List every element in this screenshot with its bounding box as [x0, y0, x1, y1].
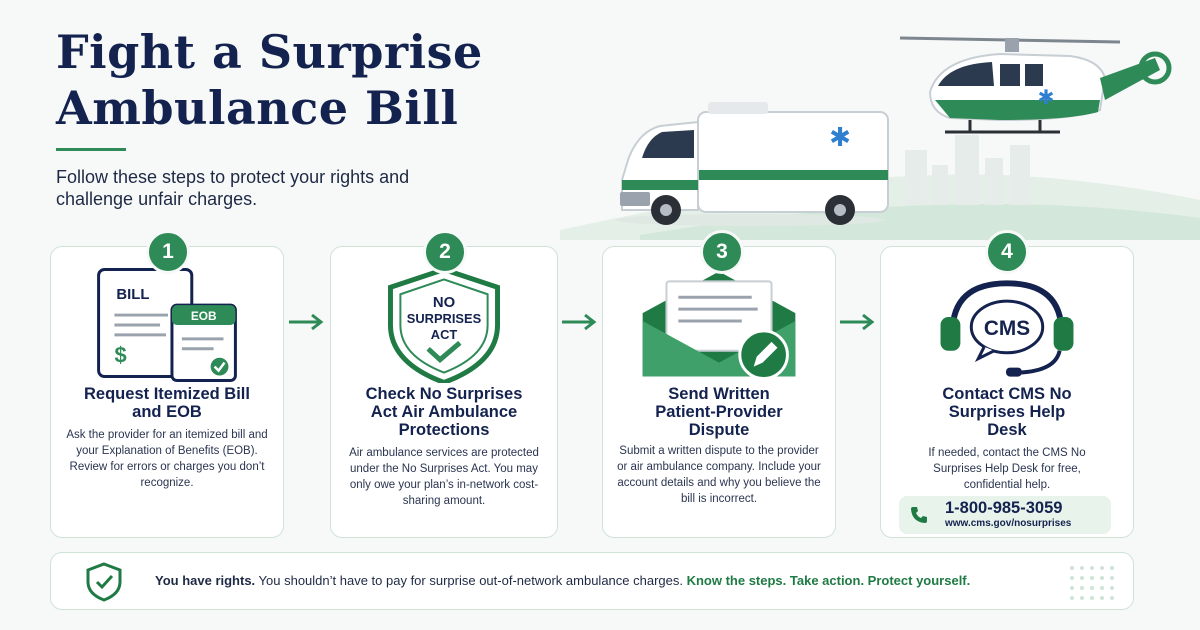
helicopter-icon: ✱: [899, 36, 1172, 134]
step-title: Send Written Patient-Provider Dispute: [655, 385, 783, 439]
shield-line-2: SURPRISES: [407, 311, 482, 326]
step-number-badge-1: 1: [146, 230, 190, 274]
step-description: Submit a written dispute to the provider…: [617, 445, 821, 505]
step-card-2: NO SURPRISES ACT Check No Surprises Act …: [330, 246, 558, 538]
step-title: Contact CMS No Surprises Help Desk: [942, 385, 1072, 439]
title-line-2: Ambulance Bill: [56, 81, 459, 135]
step-number-badge-4: 4: [985, 230, 1029, 274]
title-line-1: Fight a Surprise: [56, 25, 483, 79]
step-title: Request Itemized Bill and EOB: [84, 385, 250, 421]
step-description: Ask the provider for an itemized bill an…: [66, 429, 268, 489]
decorative-dots: [1070, 566, 1114, 600]
step-description: Air ambulance services are protected und…: [349, 447, 539, 507]
step-description: If needed, contact the CMS No Surprises …: [928, 447, 1086, 491]
shield-line-3: ACT: [431, 327, 458, 342]
ambulance-helicopter-illustration: ✱ ✱: [615, 36, 1172, 226]
arrow-right-icon: [562, 313, 597, 331]
title-underline: [56, 148, 126, 151]
dollar-label: $: [114, 343, 126, 368]
phone-icon: [911, 507, 927, 523]
step-card-3: Send Written Patient-Provider Dispute Su…: [602, 246, 836, 538]
step-number-badge-2: 2: [423, 230, 467, 274]
step-card-1: BILL $ EOB Request Itemized Bill and EOB…: [50, 246, 284, 538]
bill-eob-document-icon: BILL $ EOB: [97, 267, 237, 382]
svg-text:✱: ✱: [829, 123, 851, 153]
banner-cta: Know the steps. Take action. Protect you…: [686, 573, 971, 588]
step-card-4: CMS Contact CMS No Surprises Help Desk I…: [880, 246, 1134, 538]
page-subtitle: Follow these steps to protect your right…: [56, 167, 410, 209]
rights-banner: You have rights. You shouldn’t have to p…: [50, 552, 1134, 610]
shield-check-icon: NO SURPRISES ACT: [387, 266, 501, 383]
help-desk-url[interactable]: www.cms.gov/nosurprises: [945, 518, 1072, 529]
help-desk-contact[interactable]: 1-800-985-3059 www.cms.gov/nosurprises: [899, 496, 1111, 534]
banner-lead: You have rights.: [155, 573, 256, 588]
shield-check-icon: [86, 562, 122, 602]
envelope-pencil-icon: [642, 271, 796, 381]
ambulance-icon: ✱: [615, 102, 889, 226]
help-desk-phone[interactable]: 1-800-985-3059: [945, 499, 1063, 517]
step-number-badge-3: 3: [700, 230, 744, 274]
cms-label: CMS: [984, 317, 1030, 340]
arrow-right-icon: [840, 313, 875, 331]
eob-label: EOB: [191, 309, 217, 323]
headset-icon: CMS: [940, 280, 1074, 377]
banner-text: You have rights. You shouldn’t have to p…: [155, 573, 970, 588]
step-title: Check No Surprises Act Air Ambulance Pro…: [365, 385, 523, 439]
svg-text:✱: ✱: [1038, 85, 1055, 109]
shield-line-1: NO: [433, 295, 455, 311]
page-title: Fight a Surprise Ambulance Bill: [56, 24, 483, 136]
banner-message: You shouldn’t have to pay for surprise o…: [255, 573, 687, 588]
bill-label: BILL: [116, 287, 149, 303]
arrow-right-icon: [289, 313, 324, 331]
